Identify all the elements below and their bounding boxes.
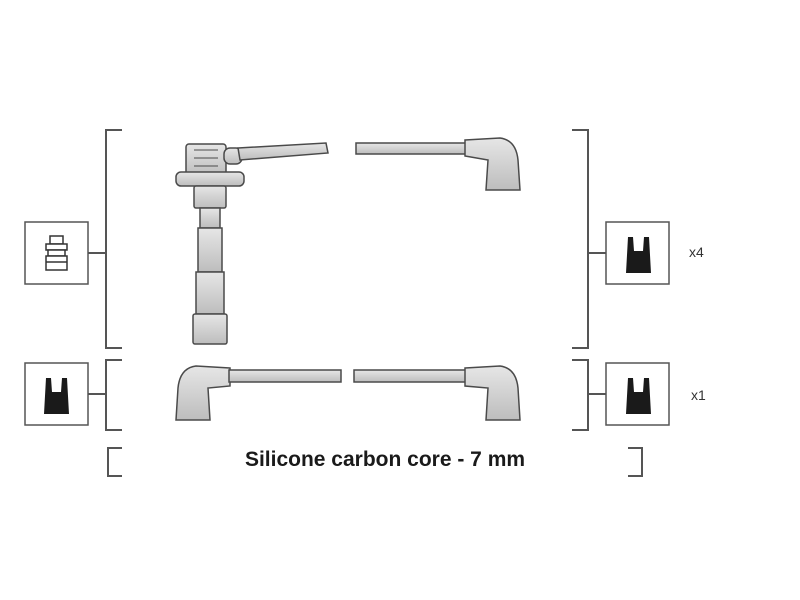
cable-top-wire-left [237,142,329,161]
boot-terminal-icon [626,378,651,414]
left-bottom-bracket [105,359,122,431]
boot-terminal-icon [626,237,651,273]
boot-terminal-icon [44,378,69,414]
cable-bottom-boot-right [464,365,521,421]
cable-top-plug-end [175,143,245,345]
brackets [88,129,643,477]
caption-bracket-right [628,447,643,477]
cable-bottom-wire-left [228,369,342,383]
cable-bottom-boot-left [175,365,231,421]
right-top-bracket [572,129,589,349]
terminal-box-right-top [605,221,670,285]
right-bottom-bracket [572,359,589,431]
caption-bracket-left [107,447,122,477]
cable-top-boot-right [464,137,521,191]
caption-text: Silicone carbon core - 7 mm [244,448,526,471]
cable-bottom-wire-right [353,369,467,383]
left-top-bracket [105,129,122,349]
spark-plug-terminal-icon [45,235,68,271]
cable-top-wire-right [355,142,467,155]
quantity-label-bottom: x1 [691,387,706,403]
quantity-label-top: x4 [689,244,704,260]
